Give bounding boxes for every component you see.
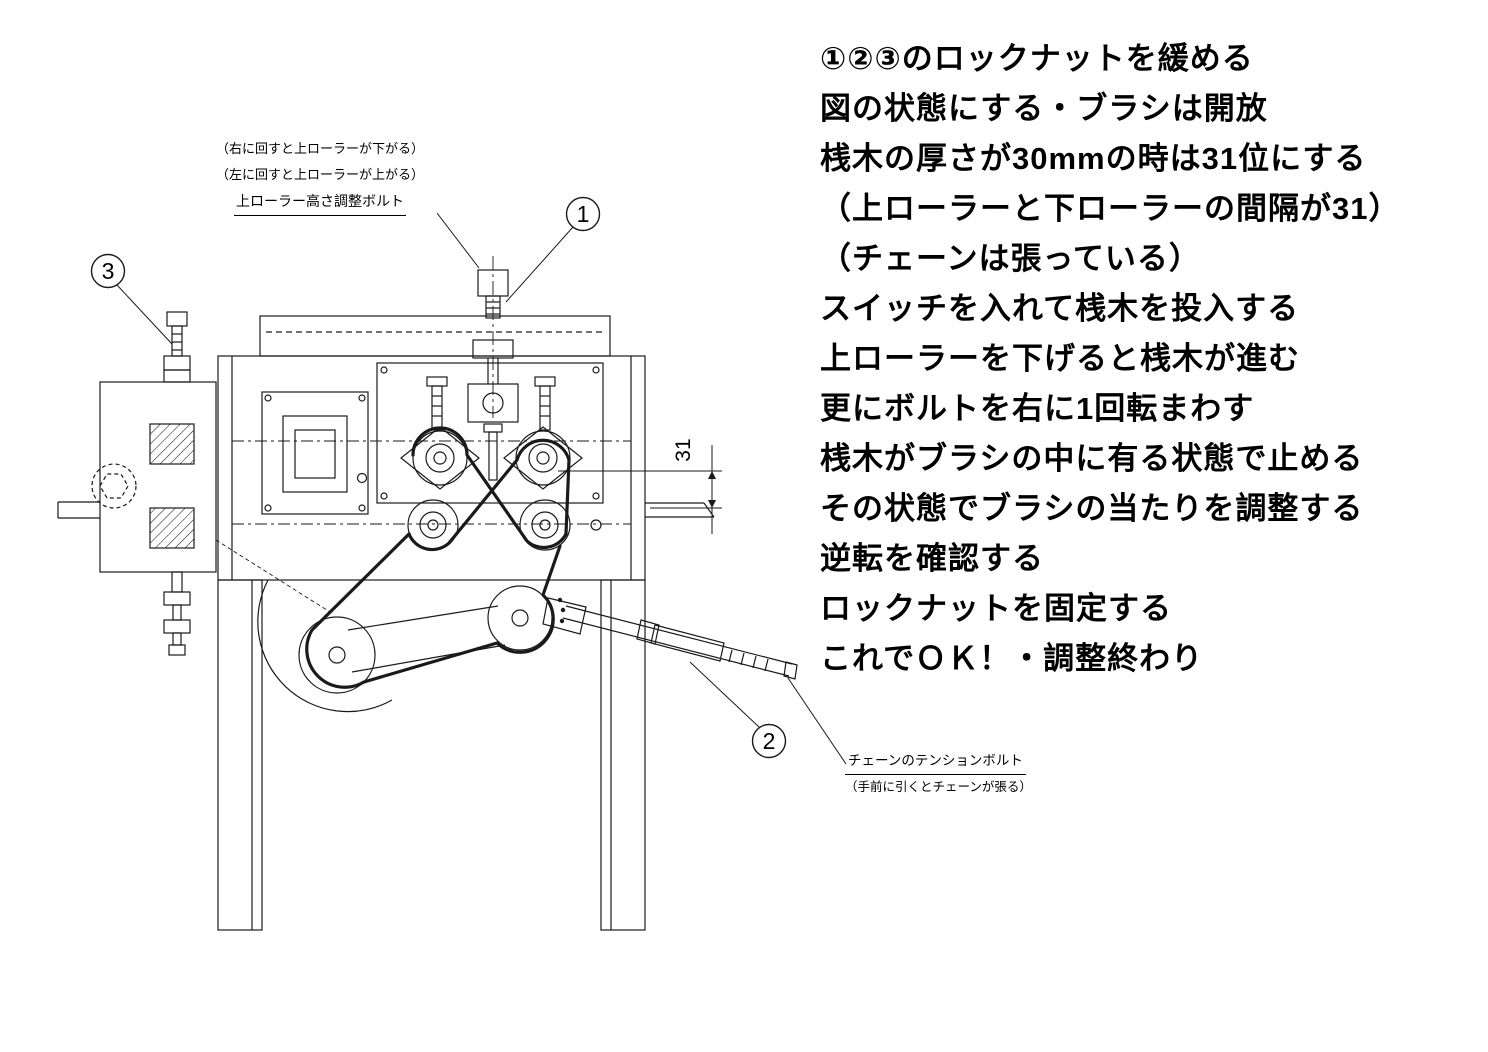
chain	[305, 426, 571, 689]
instruction-line: （上ローラーと下ローラーの間隔が31）	[820, 191, 1401, 226]
instruction-line: （チェーンは張っている）	[820, 241, 1201, 276]
leader-lines	[116, 212, 847, 765]
instruction-line: 更にボルトを右に1回転まわす	[820, 391, 1255, 426]
chain-tension-title: チェーンのテンションボルト	[845, 748, 1026, 775]
top-roller-adjust-title: 上ローラー高さ調整ボルト	[234, 188, 406, 216]
left-lock-bolt	[91, 311, 217, 656]
instruction-line: 桟木がブラシの中に有る状態で止める	[820, 441, 1364, 476]
top-adjust-bolt	[467, 269, 519, 423]
instruction-line: 逆転を確認する	[820, 541, 1044, 576]
instruction-line: これでＯＫ！・調整終わり	[820, 641, 1204, 676]
callout-2-number: 2	[763, 728, 776, 754]
callout-1-number: 1	[577, 201, 590, 227]
lower-rollers	[407, 499, 602, 551]
instruction-line: 図の状態にする・ブラシは開放	[820, 91, 1268, 126]
dimension-31: 31	[558, 438, 722, 534]
instruction-line: 上ローラーを下げると桟木が進む	[820, 341, 1300, 376]
gearbox	[261, 391, 369, 515]
callout-3: 3	[90, 253, 126, 289]
callout-1: 1	[565, 196, 601, 232]
instruction-line: その状態でブラシの当たりを調整する	[820, 491, 1364, 526]
instruction-line: ①②③のロックナットを緩める	[820, 41, 1254, 76]
chain-tension-label: チェーンのテンションボルト （手前に引くとチェーンが張る）	[845, 748, 1032, 800]
callout-2: 2	[751, 723, 787, 759]
top-roller-adjust-label: （右に回すと上ローラーが下がる） （左に回すと上ローラーが上がる） 上ローラー高…	[168, 136, 472, 216]
machine-legs	[217, 579, 646, 931]
top-roller-adjust-note-2: （左に回すと上ローラーが上がる）	[215, 167, 424, 182]
instruction-line: ロックナットを固定する	[820, 591, 1172, 626]
top-roller-adjust-note-1: （右に回すと上ローラーが下がる）	[215, 141, 424, 156]
lower-drive	[257, 579, 566, 713]
instruction-text: ①②③のロックナットを緩める 図の状態にする・ブラシは開放 桟木の厚さが30mm…	[820, 34, 1482, 684]
chain-tension-note: （手前に引くとチェーンが張る）	[845, 780, 1032, 794]
callout-3-number: 3	[102, 258, 115, 284]
tension-bolt	[542, 597, 798, 680]
dimension-31-text: 31	[672, 438, 695, 461]
instruction-line: スイッチを入れて桟木を投入する	[820, 291, 1300, 326]
instruction-line: 桟木の厚さが30mmの時は31位にする	[820, 141, 1367, 176]
